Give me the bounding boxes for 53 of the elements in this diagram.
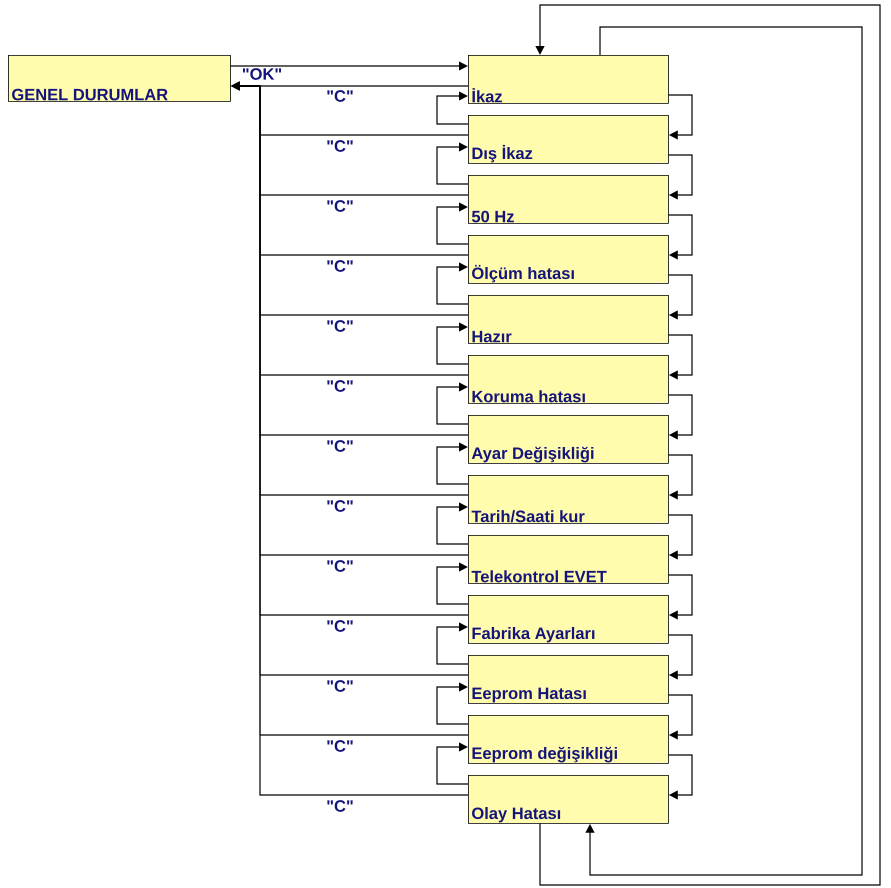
arrow xyxy=(436,382,468,425)
edge-label: "C" xyxy=(325,139,355,153)
state-box: GENEL DURUMLAR xyxy=(8,55,231,102)
state-box: Fabrika Ayarları xyxy=(468,595,669,644)
state-box: Telekontrol EVET xyxy=(468,535,669,584)
arrow xyxy=(436,622,468,665)
state-box: Dış İkaz xyxy=(468,115,669,164)
arrow xyxy=(668,574,693,620)
state-box: Koruma hatası xyxy=(468,355,669,404)
arrow xyxy=(668,334,693,380)
edge-label: "C" xyxy=(325,259,355,273)
edge-label: "C" xyxy=(325,559,355,573)
edge-label: "C" xyxy=(325,739,355,753)
arrow xyxy=(668,214,693,260)
edge-label: "C" xyxy=(325,439,355,453)
edge-label: "OK" xyxy=(240,67,284,81)
arrow xyxy=(668,754,693,800)
edge-label: "C" xyxy=(325,319,355,333)
arrow xyxy=(668,94,693,140)
state-box: 50 Hz xyxy=(468,175,669,224)
arrow xyxy=(436,91,468,125)
state-box: Ayar Değişikliği xyxy=(468,415,669,464)
arrow xyxy=(436,262,468,305)
arrow xyxy=(668,454,693,500)
arrow xyxy=(668,394,693,440)
arrow xyxy=(668,274,693,320)
edge-label: "C" xyxy=(325,679,355,693)
state-box: Tarih/Saati kur xyxy=(468,475,669,524)
arrow xyxy=(436,322,468,365)
arrow xyxy=(668,154,693,200)
state-box: Eeprom değişikliği xyxy=(468,715,669,764)
arrow xyxy=(436,142,468,185)
state-box: Ölçüm hatası xyxy=(468,235,669,284)
arrow xyxy=(436,502,468,545)
arrow xyxy=(436,742,468,785)
state-box: Hazır xyxy=(468,295,669,344)
edge-label: "C" xyxy=(325,199,355,213)
arrow xyxy=(436,682,468,725)
arrow xyxy=(668,634,693,680)
state-box: Olay Hatası xyxy=(468,775,669,824)
arrow xyxy=(436,442,468,485)
arrow xyxy=(436,562,468,605)
arrow xyxy=(668,694,693,740)
edge-label: "C" xyxy=(325,499,355,513)
arrow xyxy=(585,26,863,876)
edge-label: "C" xyxy=(325,799,355,813)
arrow xyxy=(436,202,468,245)
edge-label: "C" xyxy=(325,619,355,633)
edge-label: "C" xyxy=(325,89,355,103)
edge-label: "C" xyxy=(325,379,355,393)
state-box: Eeprom Hatası xyxy=(468,655,669,704)
arrow xyxy=(668,514,693,560)
state-box: İkaz xyxy=(468,55,669,104)
